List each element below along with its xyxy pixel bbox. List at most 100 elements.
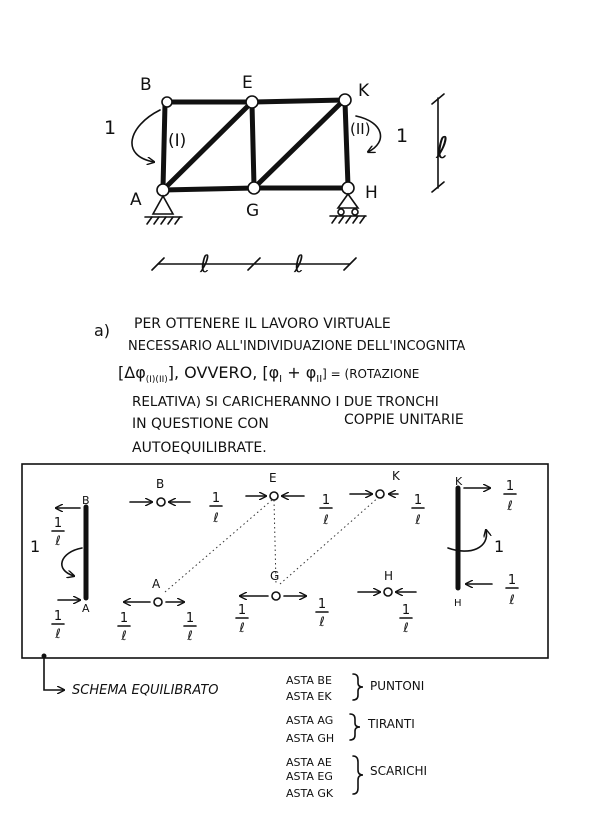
equilibrated-scheme: B A 1 ℓ 1 1 ℓ B 1 ℓ E xyxy=(21,463,549,659)
label-node-e: E xyxy=(242,73,253,93)
svg-text:ℓ: ℓ xyxy=(120,629,126,644)
svg-text:ℓ: ℓ xyxy=(506,499,512,514)
moment-value-bar-right: 1 xyxy=(494,537,504,556)
member-gk xyxy=(253,99,345,189)
span-label-2: ℓ xyxy=(293,250,304,278)
moment-arrow-bar-left xyxy=(61,547,83,576)
force-label-h-right: 1 ℓ xyxy=(505,573,519,608)
legend-puntoni-member-2: ASTA EK xyxy=(286,690,332,703)
node-b xyxy=(161,96,173,108)
svg-text:1: 1 xyxy=(54,609,62,624)
roller-support-h xyxy=(329,192,367,224)
dotted-member-gk xyxy=(279,495,381,585)
explanation-note: a) PER OTTENERE IL LAVORO VIRTUALE NECES… xyxy=(94,316,465,456)
force-label-a-left: 1 ℓ xyxy=(51,609,65,642)
svg-text:ℓ: ℓ xyxy=(414,513,420,528)
svg-text:1: 1 xyxy=(322,493,330,508)
legend-tiranti-member-1: ASTA AG xyxy=(286,714,333,727)
svg-text:1: 1 xyxy=(318,597,326,612)
svg-text:1: 1 xyxy=(402,603,410,618)
height-label: ℓ xyxy=(435,131,448,166)
scheme-caption: SCHEMA EQUILIBRATO xyxy=(72,683,219,698)
legend-puntoni-type: PUNTONI xyxy=(370,679,424,693)
svg-text:K: K xyxy=(392,469,401,483)
bar-right-bottom-label: H xyxy=(454,598,462,609)
legend-brace-puntoni xyxy=(352,673,364,701)
moment-value-left: 1 xyxy=(104,117,116,139)
node-h-equilibrium: H 1 ℓ xyxy=(357,569,417,636)
moment-arrow-bar-right xyxy=(447,530,487,552)
node-a xyxy=(156,183,170,197)
scheme-frame xyxy=(21,463,549,659)
label-node-b: B xyxy=(140,75,152,95)
svg-text:1: 1 xyxy=(212,491,220,506)
note-line-5b: COPPIE UNITARIE xyxy=(344,412,464,428)
note-line-2: NECESSARIO ALL'INDIVIDUAZIONE DELL'INCOG… xyxy=(128,339,465,354)
svg-text:ℓ: ℓ xyxy=(402,621,408,636)
dotted-member-eg xyxy=(273,499,277,585)
svg-text:E: E xyxy=(269,471,277,485)
moment-value-right: 1 xyxy=(396,125,408,147)
truss-diagram: B E K A G H (I) (II) 1 1 ℓ ℓ ℓ xyxy=(104,73,448,278)
legend-scarichi-type: SCARICHI xyxy=(370,764,427,778)
pin-support-a xyxy=(144,194,183,225)
node-g-equilibrium: G 1 ℓ 1 ℓ xyxy=(235,569,329,636)
moment-arrow-right xyxy=(355,115,382,152)
node-h xyxy=(341,181,355,195)
note-line-5a: IN QUESTIONE CON xyxy=(132,416,269,432)
force-label-b-left: 1 ℓ xyxy=(51,516,65,549)
member-kh xyxy=(342,99,351,189)
svg-text:ℓ: ℓ xyxy=(508,593,514,608)
node-e-equilibrium: E 1 ℓ xyxy=(245,471,333,528)
note-item-marker: a) xyxy=(94,321,110,340)
member-legend: ASTA BE ASTA EK PUNTONI ASTA AG ASTA GH … xyxy=(286,673,427,800)
legend-scarichi-member-3: ASTA GK xyxy=(286,787,334,800)
member-eg xyxy=(249,101,257,189)
bar-left-bottom-label: A xyxy=(82,602,90,615)
node-a-equilibrium: A 1 ℓ 1 ℓ xyxy=(117,577,197,644)
legend-scarichi-member-1: ASTA AE xyxy=(286,756,332,769)
note-line-4: RELATIVA) SI CARICHERANNO I DUE TRONCHI xyxy=(132,394,439,410)
svg-text:A: A xyxy=(152,577,161,591)
legend-scarichi-member-2: ASTA EG xyxy=(286,770,333,783)
svg-text:1: 1 xyxy=(506,479,514,494)
node-b-equilibrium: B 1 ℓ xyxy=(129,477,223,526)
node-k-equilibrium: K 1 ℓ xyxy=(349,469,425,528)
bar-left-top-label: B xyxy=(82,494,90,507)
force-label-k-right: 1 ℓ xyxy=(503,479,517,514)
dotted-member-ae xyxy=(164,499,273,593)
member-ae xyxy=(162,101,253,191)
span-dimension xyxy=(151,257,357,271)
caption-pointer xyxy=(41,653,65,691)
label-node-k: K xyxy=(358,81,370,101)
note-line-6: AUTOEQUILIBRATE. xyxy=(132,440,267,456)
bar-right-top-label: K xyxy=(455,475,463,488)
svg-text:1: 1 xyxy=(120,611,128,626)
legend-puntoni-member-1: ASTA BE xyxy=(286,674,332,687)
svg-text:1: 1 xyxy=(186,611,194,626)
svg-text:ℓ: ℓ xyxy=(318,615,324,630)
member-ek xyxy=(249,97,347,105)
svg-text:1: 1 xyxy=(508,573,516,588)
svg-text:1: 1 xyxy=(238,603,246,618)
note-line-3: [Δφ(I)(II)], OVVERO, [φI + φII] = (ROTAZ… xyxy=(118,363,419,385)
node-k xyxy=(338,93,352,107)
svg-text:ℓ: ℓ xyxy=(238,621,244,636)
svg-text:ℓ: ℓ xyxy=(212,511,218,526)
label-node-a: A xyxy=(130,190,142,210)
node-e xyxy=(245,95,259,109)
legend-tiranti-type: TIRANTI xyxy=(367,717,415,731)
span-label-1: ℓ xyxy=(199,250,210,278)
svg-text:ℓ: ℓ xyxy=(186,629,192,644)
svg-text:H: H xyxy=(384,569,393,583)
moment-arrow-left xyxy=(131,109,161,162)
member-ab xyxy=(160,101,168,191)
svg-text:G: G xyxy=(270,569,279,583)
member-ag xyxy=(160,185,257,193)
note-line-1: PER OTTENERE IL LAVORO VIRTUALE xyxy=(134,316,391,332)
loop-label-right: (II) xyxy=(350,120,371,138)
svg-text:ℓ: ℓ xyxy=(54,627,60,642)
svg-text:1: 1 xyxy=(54,516,62,531)
svg-text:ℓ: ℓ xyxy=(54,534,60,549)
